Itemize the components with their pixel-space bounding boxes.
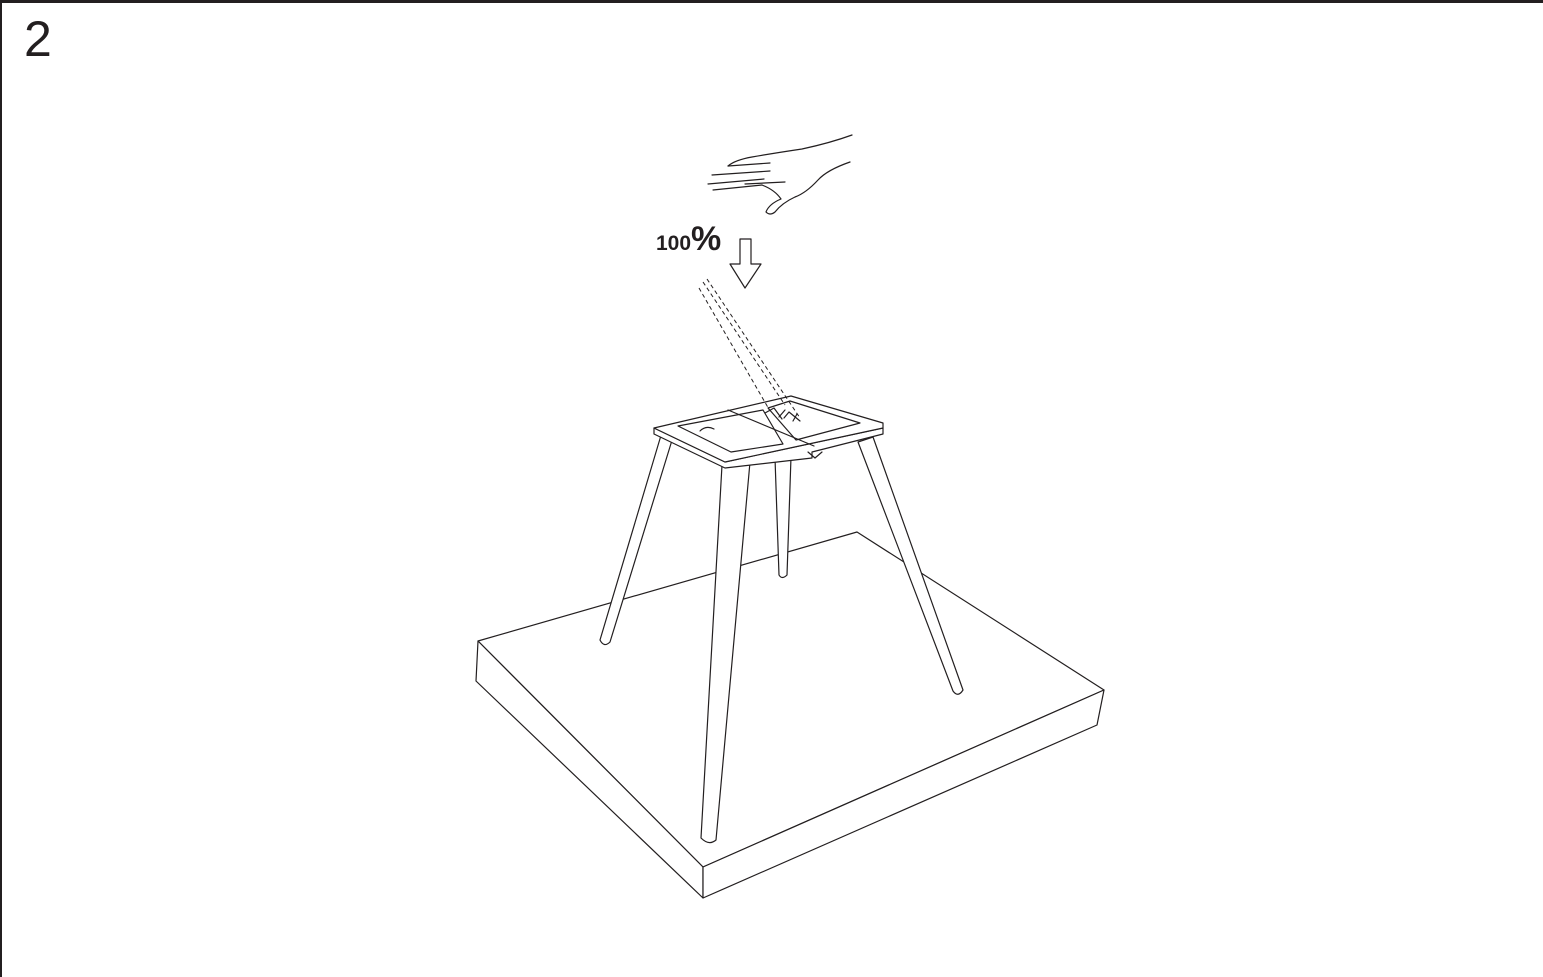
chair-leg-front-right [857, 436, 964, 695]
seat-frame-center-bar [727, 409, 815, 447]
chair-leg-back-center [774, 456, 792, 579]
pressure-label: 100% [656, 222, 721, 256]
board-top-face [477, 531, 1105, 868]
seat-frame [653, 395, 884, 469]
pressure-value: 100 [656, 232, 692, 255]
protective-board [475, 531, 1105, 899]
seat-frame-clip [764, 407, 801, 422]
guide-lines [698, 278, 801, 422]
arrow-down-icon [729, 238, 762, 289]
guide-tick [778, 409, 798, 422]
seat-frame-notch [807, 451, 823, 459]
seat-frame-right-opening [767, 400, 861, 441]
step-number: 2 [24, 11, 52, 67]
chair-leg-back-left [599, 431, 674, 646]
chair-leg-front-main [700, 461, 751, 844]
board-right-face [702, 689, 1105, 899]
pressure-unit: % [691, 220, 722, 258]
seat-frame-left-opening [677, 409, 784, 453]
hand-icon [707, 134, 853, 215]
seat-frame-bracket [699, 426, 715, 432]
